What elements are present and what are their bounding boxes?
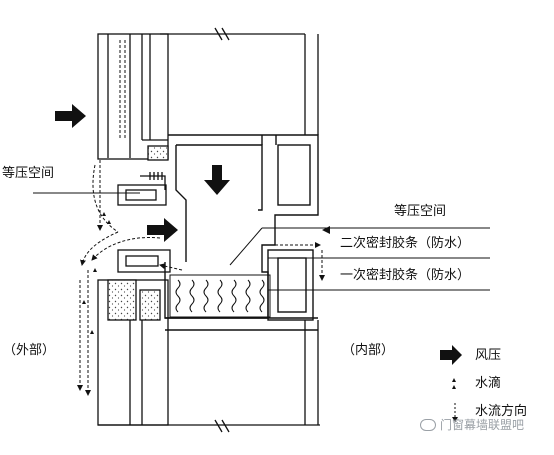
legend-icons <box>440 345 462 422</box>
water-drops <box>82 212 111 334</box>
equal-pressure-label-left: 等压空间 <box>2 166 55 181</box>
primary-seal-label: 一次密封胶条（防水） <box>340 268 471 283</box>
equal-pressure-label-right: 等压空间 <box>394 204 447 219</box>
legend-water-flow: 水流方向 <box>475 404 528 419</box>
transom-profile <box>164 134 319 331</box>
wind-legend-icon <box>440 345 462 365</box>
outside-label: （外部） <box>3 343 56 358</box>
chat-icon <box>420 418 436 431</box>
watermark-text: 门窗幕墙联盟吧 <box>440 418 525 432</box>
lower-frame <box>97 279 320 433</box>
secondary-seal-label: 二次密封胶条（防水） <box>340 236 471 251</box>
legend-wind-pressure: 风压 <box>475 348 502 363</box>
watermark: 门窗幕墙联盟吧 <box>420 416 524 433</box>
spring-seal <box>169 274 271 318</box>
leader-lines <box>33 192 490 291</box>
inside-label: （内部） <box>342 343 395 358</box>
drop-legend-icon <box>452 378 456 389</box>
wind-arrows <box>55 104 330 242</box>
upper-frame <box>97 33 169 161</box>
legend-water-drop: 水滴 <box>475 376 502 391</box>
water-flow-lines <box>77 40 325 396</box>
right-column <box>160 27 319 425</box>
outer-gaskets <box>117 172 171 273</box>
